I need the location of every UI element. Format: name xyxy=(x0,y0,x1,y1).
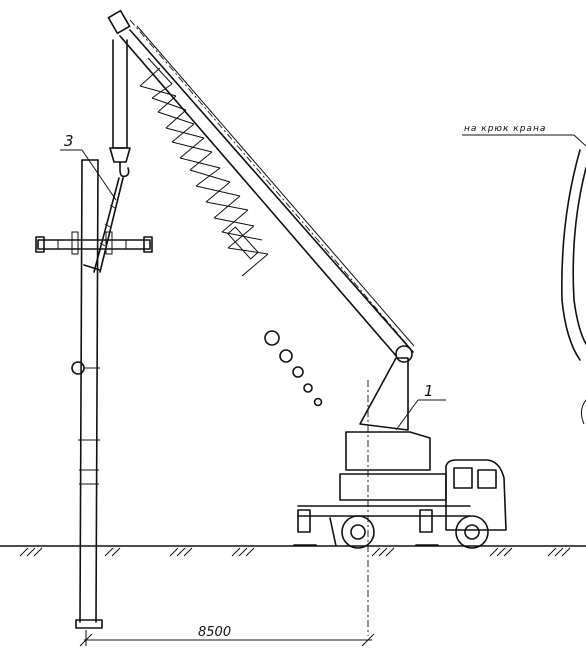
callout-3-label: 3 xyxy=(64,132,74,150)
lifting-sling xyxy=(93,177,124,273)
ground-line xyxy=(0,545,586,557)
pole-bracket-circle xyxy=(71,361,85,375)
front-wheel xyxy=(455,515,489,549)
callout-3: 3 xyxy=(60,132,117,201)
truck-crane xyxy=(293,345,507,636)
rear-wheel xyxy=(341,515,375,549)
sling-detail xyxy=(462,134,586,425)
hook-note-label: на крюк крана xyxy=(464,124,546,134)
crossarm xyxy=(35,231,153,271)
boom-lattice xyxy=(139,57,269,277)
outrigger-left xyxy=(297,509,311,533)
truck-cabin xyxy=(445,459,507,531)
crane-cab xyxy=(345,431,431,471)
utility-pole xyxy=(35,159,153,629)
hook-block xyxy=(109,39,131,178)
callout-1-label: 1 xyxy=(424,382,434,400)
boom-pivot xyxy=(395,345,413,363)
callout-1: 1 xyxy=(395,382,446,431)
dimension-line: 8500 xyxy=(79,625,375,647)
outrigger-right xyxy=(419,509,433,533)
dimension-label: 8500 xyxy=(198,625,231,640)
crane-boom xyxy=(107,9,415,407)
